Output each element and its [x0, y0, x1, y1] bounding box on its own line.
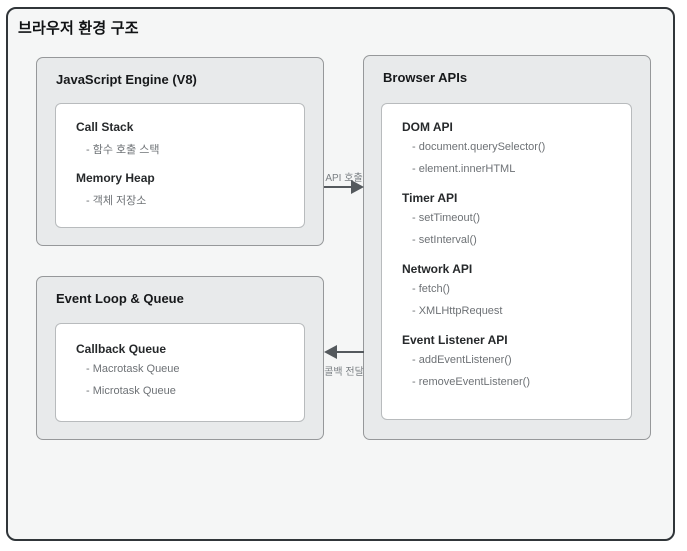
- timer-api-item: - setTimeout(): [412, 212, 481, 224]
- arrow-right-icon: [351, 180, 364, 194]
- event-loop-box: Event Loop & Queue Callback Queue - Macr…: [36, 276, 324, 440]
- js-engine-inner-panel: Call Stack - 함수 호출 스택 Memory Heap - 객체 저…: [55, 103, 305, 228]
- timer-api-item: - setInterval(): [412, 234, 477, 246]
- dom-api-item: - element.innerHTML: [412, 163, 516, 175]
- diagram-title: 브라우저 환경 구조: [18, 20, 139, 37]
- callback-queue-section: Callback Queue - Macrotask Queue - Micro…: [76, 342, 298, 397]
- callback-queue-heading: Callback Queue: [76, 342, 167, 356]
- event-loop-title: Event Loop & Queue: [56, 291, 184, 306]
- network-api-item: - fetch(): [412, 283, 450, 295]
- memory-heap-section: Memory Heap - 객체 저장소: [76, 171, 298, 208]
- callback-arrow-label: 콜백 전달: [324, 367, 364, 378]
- callback-queue-item: - Microtask Queue: [86, 385, 176, 397]
- callback-queue-item: - Macrotask Queue: [86, 363, 180, 375]
- event-listener-api-item: - removeEventListener(): [412, 376, 530, 388]
- browser-apis-inner-panel: DOM API - document.querySelector() - ele…: [381, 103, 632, 420]
- call-stack-heading: Call Stack: [76, 120, 134, 134]
- timer-api-section: Timer API - setTimeout() - setInterval(): [402, 191, 625, 246]
- network-api-item: - XMLHttpRequest: [412, 305, 503, 317]
- browser-apis-box: Browser APIs DOM API - document.querySel…: [363, 55, 651, 440]
- dom-api-section: DOM API - document.querySelector() - ele…: [402, 120, 625, 175]
- browser-environment-container: 브라우저 환경 구조 JavaScript Engine (V8) Call S…: [6, 7, 675, 541]
- dom-api-heading: DOM API: [402, 120, 453, 134]
- event-listener-api-section: Event Listener API - addEventListener() …: [402, 333, 625, 388]
- js-engine-title: JavaScript Engine (V8): [56, 72, 197, 87]
- event-listener-api-heading: Event Listener API: [402, 333, 508, 347]
- call-stack-item: - 함수 호출 스택: [86, 144, 160, 156]
- js-engine-box: JavaScript Engine (V8) Call Stack - 함수 호…: [36, 57, 324, 246]
- arrow-line: [324, 186, 353, 188]
- timer-api-heading: Timer API: [402, 191, 458, 205]
- api-call-arrow-label: API 호출: [325, 173, 363, 184]
- callback-arrow: 콜백 전달: [321, 345, 367, 379]
- memory-heap-heading: Memory Heap: [76, 171, 155, 185]
- api-call-arrow: API 호출: [321, 169, 367, 205]
- arrow-left-icon: [324, 345, 337, 359]
- event-loop-inner-panel: Callback Queue - Macrotask Queue - Micro…: [55, 323, 305, 422]
- browser-apis-title: Browser APIs: [383, 70, 468, 85]
- arrow-line: [335, 351, 364, 353]
- network-api-heading: Network API: [402, 262, 473, 276]
- network-api-section: Network API - fetch() - XMLHttpRequest: [402, 262, 625, 317]
- call-stack-section: Call Stack - 함수 호출 스택: [76, 120, 298, 157]
- memory-heap-item: - 객체 저장소: [86, 195, 147, 207]
- dom-api-item: - document.querySelector(): [412, 141, 546, 153]
- event-listener-api-item: - addEventListener(): [412, 354, 512, 366]
